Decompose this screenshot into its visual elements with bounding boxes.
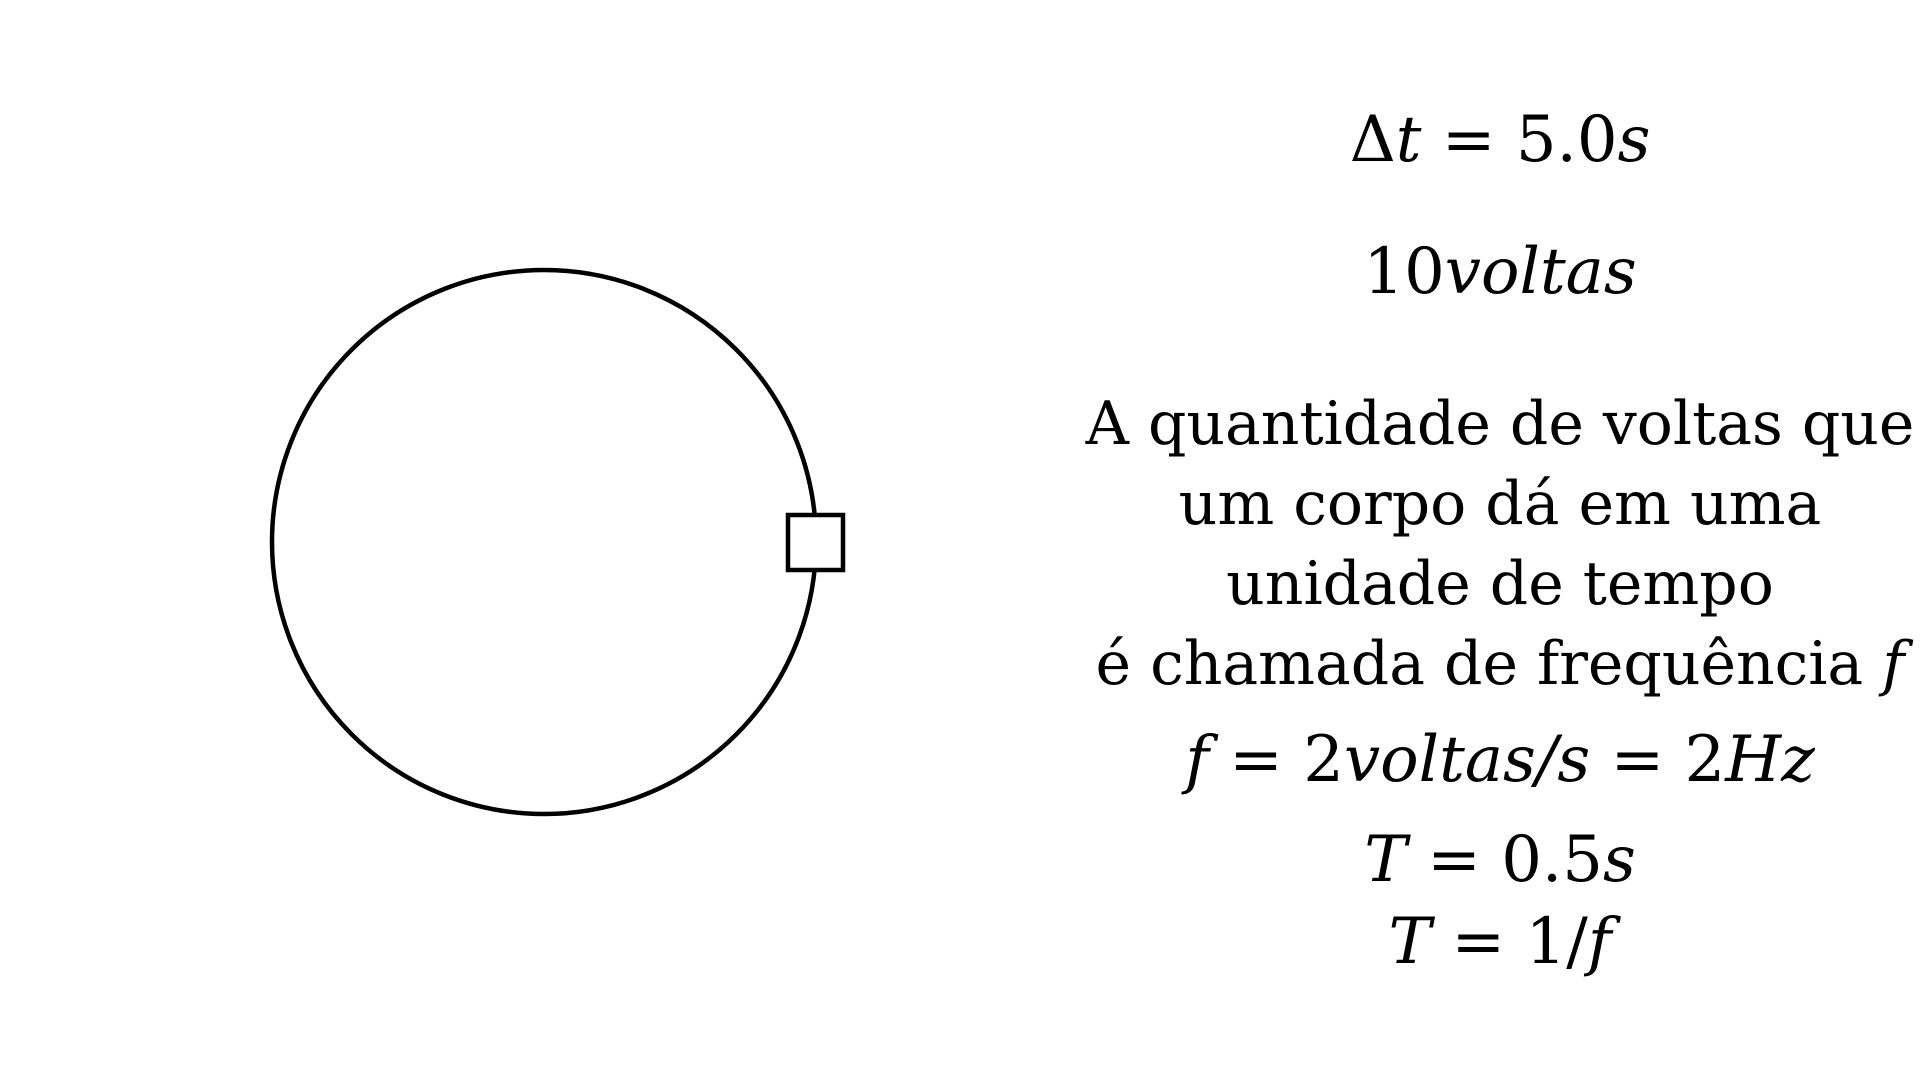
frequency-value-1: 2 (1303, 723, 1344, 797)
period-var: T (1388, 905, 1432, 979)
frequency-value-2: 2 (1684, 723, 1726, 797)
delta-t-equation: Δt = 5.0s (1080, 108, 1920, 172)
equals-sign: = (1590, 723, 1685, 797)
equals-sign: = (1431, 905, 1526, 979)
frequency-unit-1: voltas/s (1343, 723, 1591, 797)
reciprocal-numerator: 1/ (1525, 905, 1588, 979)
equals-sign: = (1208, 723, 1304, 797)
period-value: 0.5 (1501, 823, 1603, 897)
frequency-definition: A quantidade de voltas que um corpo dá e… (1080, 384, 1920, 704)
definition-line-2: um corpo dá em uma (1178, 469, 1822, 539)
turns-count: 10voltas (1080, 240, 1920, 304)
period-relation-equation: T = 1/f (1080, 910, 1920, 974)
frequency-var: f (1185, 723, 1209, 797)
delta-symbol: Δ (1349, 103, 1396, 177)
turns-value: 10 (1363, 235, 1445, 309)
equals-sign: = (1421, 103, 1516, 177)
frequency-equation: f = 2voltas/s = 2Hz (1080, 728, 1920, 792)
definition-line-4-text: é chamada de frequência (1095, 629, 1883, 699)
frequency-var: f (1587, 905, 1612, 979)
turns-unit: voltas (1444, 235, 1637, 309)
definition-line-4: é chamada de frequência f (1080, 624, 1920, 704)
definition-frequency-var: f (1882, 629, 1905, 699)
equals-sign: = (1406, 823, 1502, 897)
period-equation: T = 0.5s (1080, 828, 1920, 892)
period-unit: s (1602, 823, 1636, 897)
delta-t-unit: s (1617, 103, 1651, 177)
delta-t-value: 5.0 (1515, 103, 1618, 177)
delta-t-var: t (1395, 103, 1422, 177)
period-var: T (1364, 823, 1407, 897)
frequency-unit-2: Hz (1725, 723, 1815, 797)
definition-line-1: A quantidade de voltas que (1085, 389, 1915, 459)
definition-line-3: unidade de tempo (1226, 549, 1774, 619)
rotating-body-marker (785, 512, 846, 573)
circular-path (269, 267, 819, 817)
